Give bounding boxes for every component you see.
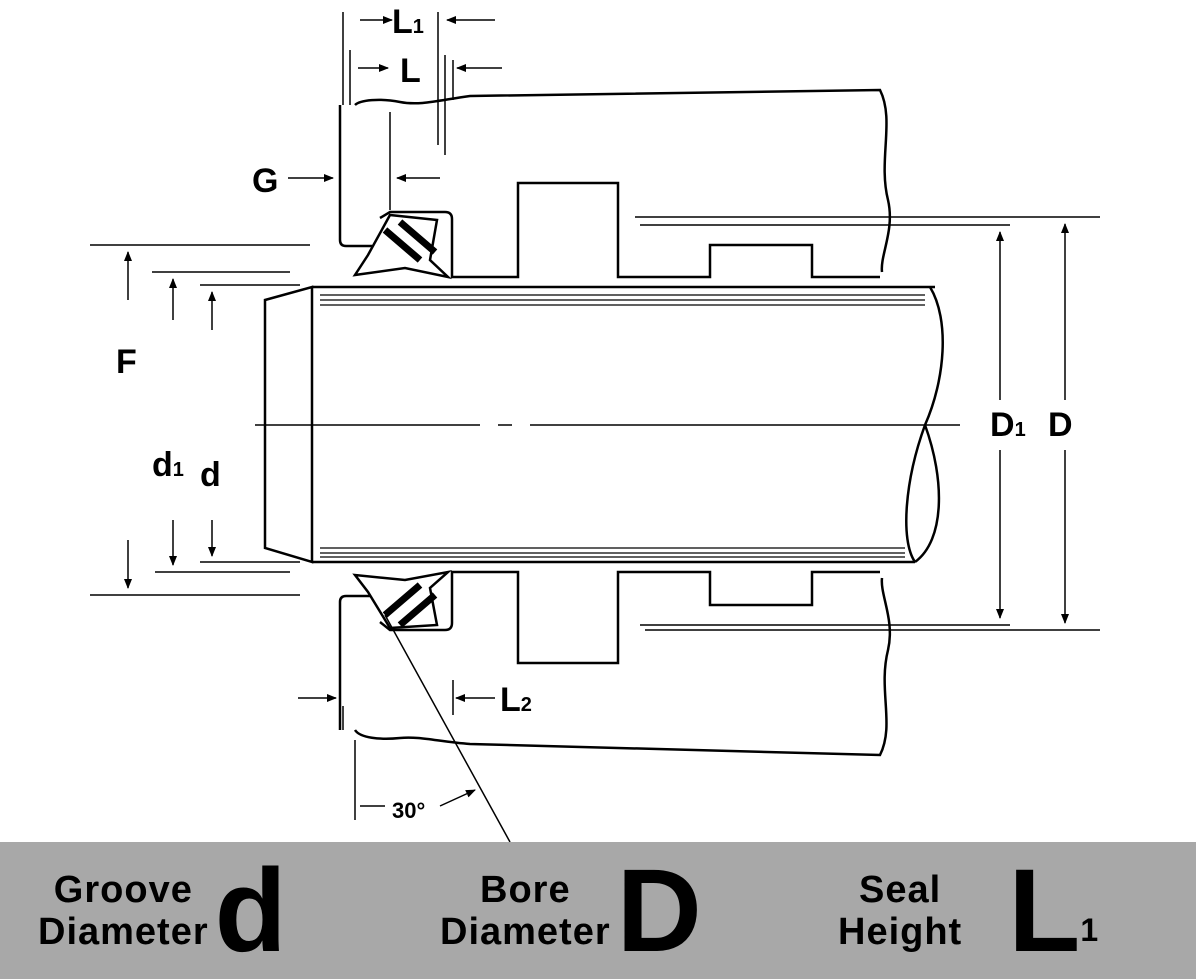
- legend-symbol: d: [214, 844, 287, 977]
- legend-symbol: L: [1008, 844, 1081, 977]
- label-G: G: [252, 162, 278, 200]
- label-d: d: [200, 456, 221, 494]
- legend-line2: Diameter: [38, 910, 209, 953]
- legend-line1: Bore: [480, 868, 571, 911]
- seal-cross-section-drawing: L1 L G F d1 d D1 D L2 30°: [90, 3, 1100, 843]
- housing-lower: [338, 570, 1100, 757]
- label-L2: L2: [500, 681, 532, 719]
- label-L1: L1: [392, 3, 424, 41]
- legend-line1: Groove: [53, 868, 193, 911]
- label-d1: d1: [152, 446, 184, 484]
- legend-line2: Height: [838, 910, 963, 953]
- dimension-lines: [90, 12, 1069, 843]
- label-F: F: [116, 343, 137, 381]
- legend-subscript: 1: [1080, 912, 1099, 948]
- seal-upper: [352, 213, 453, 280]
- seal-lower: [352, 569, 453, 630]
- label-D1: D1: [990, 406, 1026, 444]
- label-D: D: [1048, 406, 1073, 444]
- legend-symbol: D: [616, 844, 702, 977]
- shaft: [263, 285, 944, 564]
- housing-upper: [338, 88, 1100, 279]
- label-L: L: [400, 52, 421, 90]
- legend-line2: Diameter: [440, 910, 611, 953]
- label-angle: 30°: [392, 798, 425, 823]
- legend-line1: Seal: [859, 868, 942, 911]
